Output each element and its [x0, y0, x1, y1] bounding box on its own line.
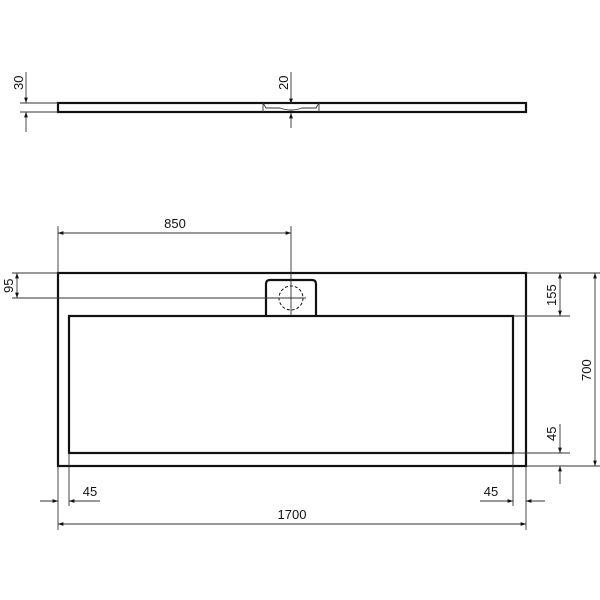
dim-drain-depth-label: 20 [276, 76, 291, 90]
tray-recess [67, 314, 515, 455]
dim-thickness-label: 30 [11, 76, 26, 90]
dim-top-rim: 155 [544, 273, 562, 316]
dim-left-rim: 45 [40, 484, 100, 503]
dim-drain-offset-x: 850 [58, 216, 291, 235]
tray-outline [56, 271, 528, 468]
dim-drain-offset-y: 95 [1, 273, 19, 298]
dim-1700-label: 1700 [278, 507, 307, 522]
dim-45-bottom-label: 45 [544, 427, 559, 441]
dim-thickness: 30 [11, 72, 58, 132]
dim-overall-width: 700 [579, 273, 597, 466]
dim-850-label: 850 [164, 216, 186, 231]
dim-drain-depth: 20 [276, 72, 293, 128]
dim-155-label: 155 [544, 284, 559, 306]
plan-view: 850 95 155 700 45 45 [1, 216, 600, 530]
side-profile [56, 101, 528, 114]
dim-bottom-rim: 45 [544, 424, 562, 484]
dim-45-left-label: 45 [83, 484, 97, 499]
side-view: 30 20 [11, 72, 528, 132]
dim-95-label: 95 [1, 279, 16, 293]
dim-700-label: 700 [579, 359, 594, 381]
dim-right-rim: 45 [480, 484, 545, 503]
dim-overall-length: 1700 [58, 507, 526, 526]
dim-45-right-label: 45 [484, 484, 498, 499]
